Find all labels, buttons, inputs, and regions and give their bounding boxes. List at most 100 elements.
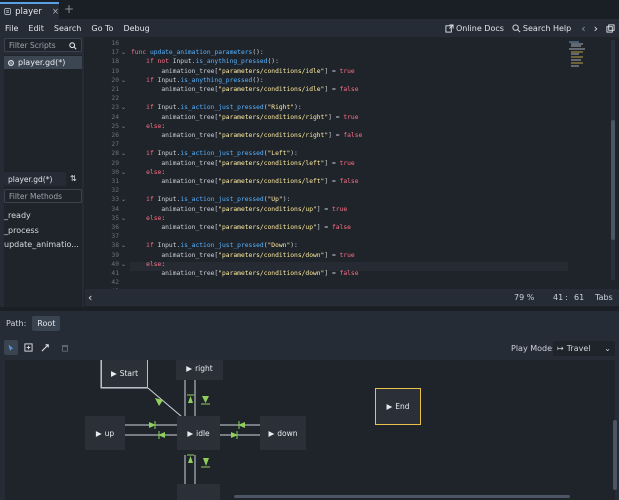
state-node-idle[interactable]: ▶idle xyxy=(177,416,220,450)
code-minimap[interactable] xyxy=(567,40,605,70)
line-number: 35 xyxy=(111,214,119,222)
tab-player[interactable]: player × xyxy=(0,2,59,19)
code-line[interactable]: if Input.is_action_just_pressed("Right")… xyxy=(146,104,302,112)
play-icon: ▶ xyxy=(268,428,275,438)
window-float-icon xyxy=(606,23,615,33)
line-number: 41 xyxy=(553,293,564,302)
current-script-name: player.gd(*) xyxy=(8,174,53,184)
toggle-scripts-panel-button[interactable]: ‹ xyxy=(88,291,93,304)
close-icon[interactable]: × xyxy=(51,6,59,17)
script-list-item[interactable]: player.gd(*) xyxy=(4,56,82,69)
fold-arrow-icon[interactable]: ⌄ xyxy=(121,122,127,130)
code-line[interactable]: if not Input.is_anything_pressed(): xyxy=(146,58,279,66)
code-line[interactable]: else: xyxy=(146,122,166,130)
help-search-icon xyxy=(512,23,521,32)
create-node-button[interactable] xyxy=(21,340,35,355)
fold-arrow-icon[interactable]: ⌄ xyxy=(121,104,127,112)
method-item[interactable]: _process xyxy=(4,226,39,235)
play-icon: ▶ xyxy=(110,369,117,378)
line-number: 17 xyxy=(111,49,119,57)
code-line[interactable]: if Input.is_action_just_pressed("Up"): xyxy=(146,196,291,204)
play-mode-select[interactable]: ↦ Travel ⌄ xyxy=(553,341,615,356)
fold-arrow-icon[interactable]: ⌄ xyxy=(121,76,127,84)
sort-icon[interactable]: ⇅ xyxy=(70,174,77,183)
code-line[interactable]: animation_tree["parameters/conditions/do… xyxy=(131,270,359,277)
state-node-start[interactable]: ▶Start xyxy=(101,360,148,388)
code-line[interactable]: animation_tree["parameters/conditions/id… xyxy=(131,67,355,75)
zoom-level[interactable]: 79 % xyxy=(514,293,535,302)
code-line[interactable]: animation_tree["parameters/conditions/do… xyxy=(131,251,355,259)
fold-arrow-icon[interactable]: ⌄ xyxy=(121,150,127,158)
menu-goto[interactable]: Go To xyxy=(91,23,114,33)
history-back-button[interactable]: ‹ xyxy=(581,21,586,35)
code-line[interactable]: animation_tree["parameters/conditions/up… xyxy=(131,205,348,213)
add-tab-button[interactable]: + xyxy=(63,2,75,16)
position-separator: : xyxy=(565,293,568,302)
path-root-button[interactable]: Root xyxy=(32,315,61,331)
editor-status-bar: ‹ 79 % 41 : 61 Tabs xyxy=(85,289,619,306)
code-line[interactable]: if Input.is_action_just_pressed("Down"): xyxy=(146,242,298,250)
code-line[interactable]: animation_tree["parameters/conditions/le… xyxy=(131,178,359,185)
delete-button[interactable] xyxy=(58,340,72,355)
filter-methods-input[interactable]: Filter Methods xyxy=(4,189,82,203)
state-node-bottom[interactable] xyxy=(177,484,220,500)
play-icon: ▶ xyxy=(186,363,193,373)
state-node-right[interactable]: ▶right xyxy=(176,360,223,380)
history-forward-button[interactable]: › xyxy=(593,21,598,35)
code-line[interactable]: animation_tree["parameters/conditions/ri… xyxy=(131,132,363,139)
graph-toolbar: Play Mode: ↦ Travel ⌄ xyxy=(0,340,619,357)
make-floating-button[interactable] xyxy=(606,23,615,33)
menu-search[interactable]: Search xyxy=(53,23,82,33)
panel-divider[interactable] xyxy=(0,307,619,311)
graph-horizontal-scrollbar[interactable] xyxy=(234,495,570,498)
menu-debug[interactable]: Debug xyxy=(123,23,150,33)
fold-arrow-icon[interactable]: ⌄ xyxy=(121,49,127,57)
line-number: 39 xyxy=(111,251,119,259)
play-icon: ▶ xyxy=(187,428,194,438)
code-line[interactable]: else: xyxy=(146,260,166,268)
code-line[interactable]: if Input.is_anything_pressed(): xyxy=(146,76,264,84)
state-node-up[interactable]: ▶up xyxy=(85,416,125,450)
indent-mode[interactable]: Tabs xyxy=(595,293,613,302)
graph-vertical-scrollbar[interactable] xyxy=(613,420,617,490)
state-node-down[interactable]: ▶down xyxy=(260,416,306,450)
filter-scripts-input[interactable]: Filter Scripts xyxy=(4,38,82,52)
code-line[interactable]: animation_tree["parameters/conditions/le… xyxy=(131,159,355,167)
fold-arrow-icon[interactable]: ⌄ xyxy=(121,196,127,204)
line-number: 33 xyxy=(111,196,119,204)
online-docs-button[interactable]: Online Docs xyxy=(445,24,504,33)
code-line[interactable]: animation_tree["parameters/conditions/up… xyxy=(131,224,351,231)
fold-arrow-icon[interactable]: ⌄ xyxy=(121,242,127,250)
line-number: 25 xyxy=(111,122,119,130)
code-line[interactable]: animation_tree["parameters/conditions/id… xyxy=(131,86,359,93)
path-bar: Path: Root xyxy=(0,313,619,333)
code-line[interactable]: animation_tree["parameters/conditions/ri… xyxy=(131,113,359,121)
line-number: 42 xyxy=(111,279,119,287)
code-line[interactable]: if Input.is_action_just_pressed("Left"): xyxy=(146,150,298,158)
method-item[interactable]: update_animatio... xyxy=(4,240,79,249)
code-line[interactable]: func update_animation_parameters(): xyxy=(131,49,264,57)
menu-file[interactable]: File xyxy=(5,23,19,33)
state-machine-graph[interactable]: ▶Start ▶right ▶up ▶idle ▶down ▶End xyxy=(5,360,615,500)
search-help-button[interactable]: Search Help xyxy=(512,24,571,33)
script-icon xyxy=(4,8,11,15)
connect-tool-button[interactable] xyxy=(38,340,52,355)
code-line[interactable]: else: xyxy=(146,168,166,176)
menu-edit[interactable]: Edit xyxy=(28,23,44,33)
code-line[interactable]: else: xyxy=(146,214,166,222)
line-number: 37 xyxy=(111,233,119,241)
play-mode-label: Play Mode: xyxy=(511,344,555,353)
code-editor[interactable] xyxy=(85,37,619,289)
node-label: idle xyxy=(196,428,210,438)
line-number: 20 xyxy=(111,76,119,84)
select-tool-button[interactable] xyxy=(4,340,18,355)
state-node-end[interactable]: ▶End xyxy=(375,388,421,425)
fold-arrow-icon[interactable]: ⌄ xyxy=(121,168,127,176)
line-number: 34 xyxy=(111,205,119,213)
fold-arrow-icon[interactable]: ⌄ xyxy=(121,214,127,222)
column-number: 61 xyxy=(574,293,585,302)
line-number: 21 xyxy=(111,86,119,93)
method-item[interactable]: _ready xyxy=(4,211,31,220)
fold-arrow-icon[interactable]: ⌄ xyxy=(121,260,127,268)
code-scrollbar-thumb[interactable] xyxy=(611,120,615,240)
